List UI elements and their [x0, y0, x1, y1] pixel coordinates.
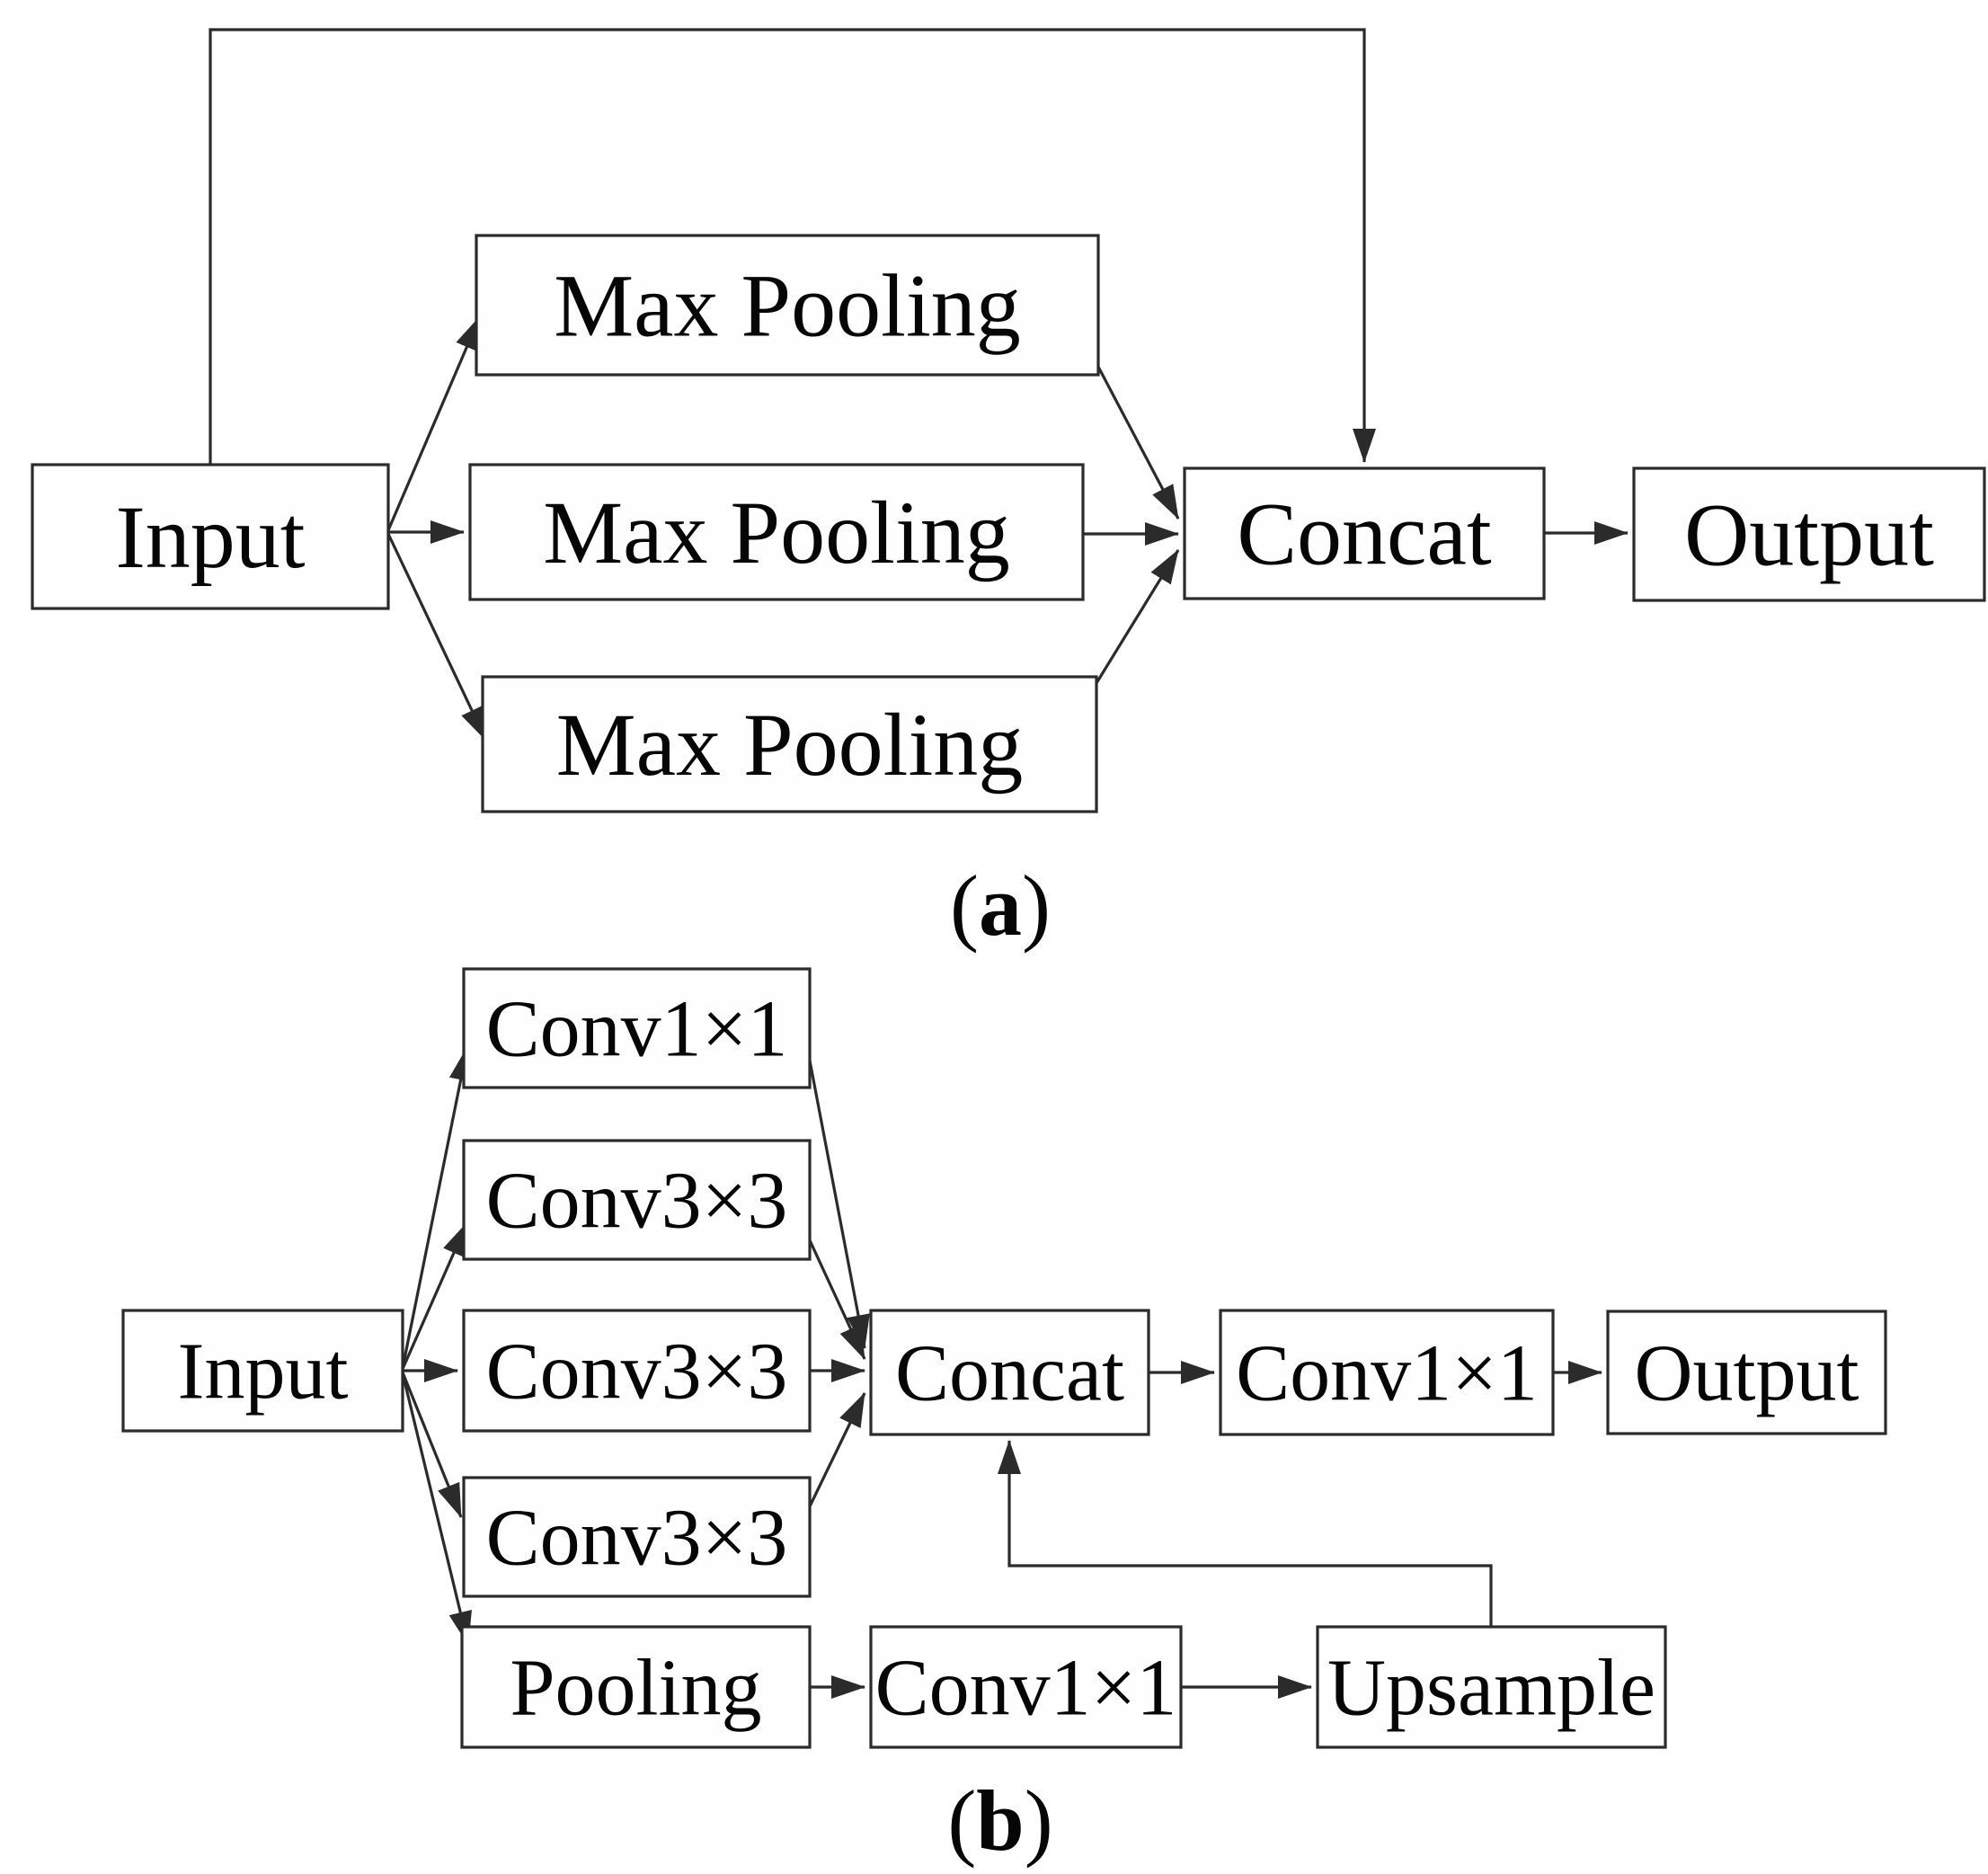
node-b-conv1x1-main-box: [1219, 1309, 1555, 1436]
node-b-pooling-box: [460, 1625, 812, 1749]
node-b-concat: Concat: [869, 1309, 1150, 1436]
node-b-conv1x1-pool-box: [869, 1625, 1183, 1749]
node-b-concat-box: [869, 1309, 1150, 1436]
edge-a-input-to-maxpool-top: [386, 315, 482, 531]
node-b-conv1x1-branch: Conv1×1: [462, 967, 812, 1089]
node-b-conv1x1-branch-label: Conv1×1: [486, 985, 788, 1074]
node-b-conv3x3-3: Conv3×3: [462, 1476, 812, 1598]
node-b-pooling: Pooling: [460, 1625, 812, 1749]
edge-a-maxpool-bot-to-concat: [1095, 549, 1180, 684]
node-a-input: Input: [31, 463, 390, 610]
node-b-conv3x3-2-label: Conv3×3: [486, 1328, 788, 1417]
node-b-output-box: [1606, 1310, 1887, 1435]
node-b-concat-label: Concat: [895, 1329, 1124, 1418]
node-b-conv1x1-pool: Conv1×1: [869, 1625, 1183, 1749]
node-b-conv3x3-2: Conv3×3: [462, 1309, 812, 1433]
edge-b-upsample-feedback-to-concat: [998, 1440, 1493, 1627]
node-a-maxpool-bot-box: [481, 675, 1098, 813]
node-a-maxpool-bot: Max Pooling: [481, 675, 1098, 813]
edge-b-conv3x3-3-to-concat: [808, 1392, 866, 1507]
node-b-conv3x3-1-label: Conv3×3: [486, 1157, 788, 1246]
node-a-output: Output: [1632, 466, 1986, 602]
node-b-conv3x3-1: Conv3×3: [462, 1139, 812, 1261]
edge-a-skip-input-to-concat: [209, 28, 1376, 465]
node-a-output-box: [1632, 466, 1986, 602]
node-a-maxpool-mid: Max Pooling: [468, 463, 1085, 601]
node-b-conv1x1-main-label: Conv1×1: [1236, 1329, 1538, 1418]
node-b-conv1x1-main: Conv1×1: [1219, 1309, 1555, 1436]
node-b-conv3x3-3-box: [462, 1476, 812, 1598]
node-a-concat-box: [1183, 466, 1546, 600]
node-a-maxpool-mid-box: [468, 463, 1085, 601]
node-b-output-label: Output: [1634, 1329, 1859, 1418]
node-a-maxpool-top: Max Pooling: [475, 234, 1100, 377]
node-b-upsample-box: [1316, 1625, 1667, 1749]
edge-b-conv3x3-1-to-concat: [808, 1239, 866, 1360]
edge-b-input-to-conv3x3-1: [401, 1221, 469, 1370]
panel-b: InputConv1×1Conv3×3Conv3×3Conv3×3Pooling…: [121, 967, 1887, 1869]
node-b-input-box: [121, 1309, 404, 1433]
panel-a-caption: (a): [950, 857, 1051, 954]
node-b-conv3x3-1-box: [462, 1139, 812, 1261]
node-b-input-label: Input: [178, 1328, 349, 1417]
edge-a-input-to-maxpool-bot: [386, 533, 488, 742]
node-b-conv1x1-pool-label: Conv1×1: [875, 1644, 1177, 1733]
node-a-maxpool-top-box: [475, 234, 1100, 377]
node-a-concat-label: Concat: [1237, 484, 1491, 584]
node-a-maxpool-bot-label: Max Pooling: [556, 695, 1023, 795]
node-a-maxpool-top-label: Max Pooling: [554, 256, 1020, 356]
node-b-conv3x3-2-box: [462, 1309, 812, 1433]
node-a-input-box: [31, 463, 390, 610]
edge-b-input-to-pooling: [401, 1372, 472, 1646]
node-a-concat: Concat: [1183, 466, 1546, 600]
node-a-output-label: Output: [1684, 485, 1934, 585]
panel-b-caption: (b): [947, 1772, 1052, 1869]
node-b-pooling-label: Pooling: [510, 1644, 761, 1733]
node-b-upsample: Upsample: [1316, 1625, 1667, 1749]
node-a-input-label: Input: [115, 487, 305, 587]
edge-b-conv1x1-branch-to-concat: [808, 1060, 870, 1349]
node-b-conv3x3-3-label: Conv3×3: [486, 1494, 788, 1583]
edge-a-maxpool-top-to-concat: [1096, 366, 1180, 520]
edge-b-input-to-conv1x1-branch: [401, 1046, 473, 1369]
node-b-conv1x1-branch-box: [462, 967, 812, 1089]
node-a-maxpool-mid-label: Max Pooling: [543, 483, 1009, 582]
edge-b-input-to-conv3x3-3: [401, 1372, 463, 1518]
node-b-output: Output: [1606, 1310, 1887, 1435]
node-b-input: Input: [121, 1309, 404, 1433]
node-b-upsample-label: Upsample: [1327, 1644, 1655, 1733]
